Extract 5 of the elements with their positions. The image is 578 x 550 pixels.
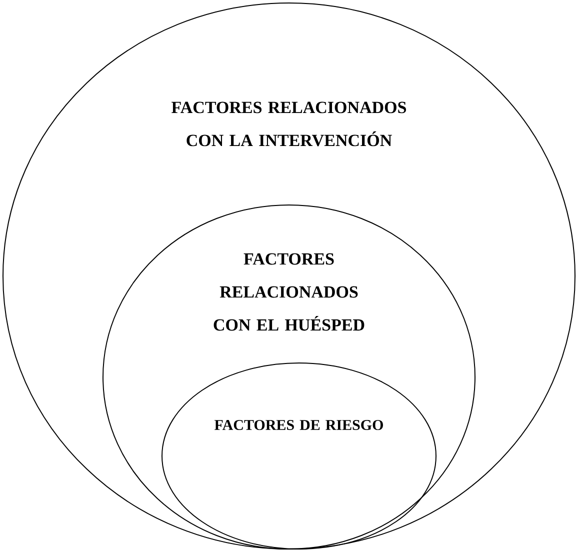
ellipse xyxy=(102,204,476,550)
label: FACTORES RELACIONADOS CON LA INTERVENCIÓN xyxy=(172,102,406,146)
label: FACTORES RELACIONADOS CON EL HUÉSPED xyxy=(214,253,364,331)
ellipse xyxy=(162,362,436,550)
label: FACTORES DE RIESGO xyxy=(214,420,383,430)
